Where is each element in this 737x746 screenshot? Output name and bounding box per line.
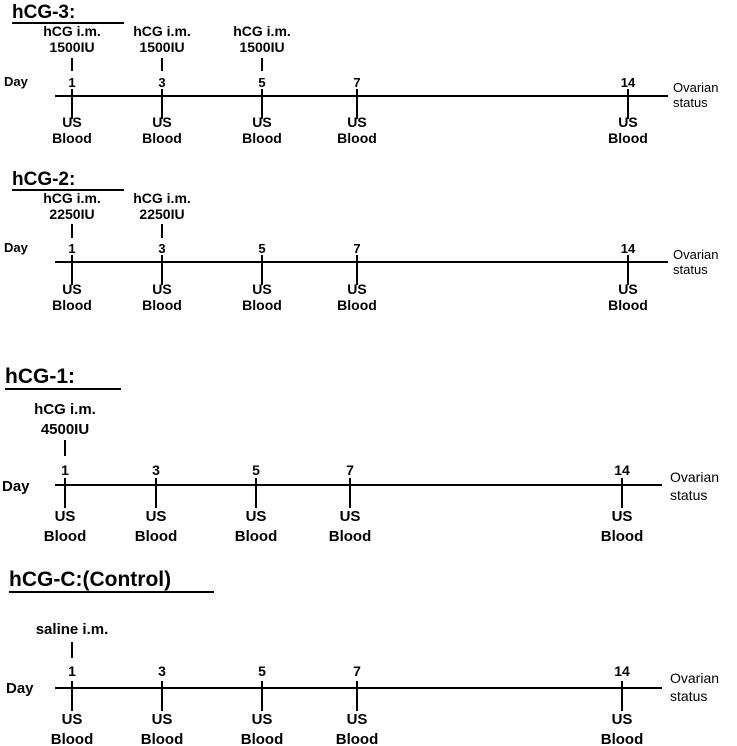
day-number: 3 (158, 241, 165, 256)
us-label: US (347, 281, 366, 297)
dose-amount-label: 2250IU (49, 206, 94, 222)
dose-amount-label: 2250IU (139, 206, 184, 222)
blood-label: Blood (601, 528, 644, 545)
blood-label: Blood (608, 297, 648, 313)
blood-label: Blood (51, 731, 94, 746)
us-label: US (252, 114, 271, 130)
us-label: US (62, 114, 81, 130)
day-label: Day (6, 680, 34, 697)
day-label: Day (4, 240, 29, 255)
us-label: US (612, 508, 633, 525)
day-label: Day (2, 478, 30, 495)
end-label-ovarian: Ovarian (670, 670, 719, 686)
dose-amount-label: 1500IU (239, 39, 284, 55)
dose-drug-label: hCG i.m. (43, 190, 101, 206)
dose-drug-label: hCG i.m. (34, 401, 96, 418)
blood-label: Blood (337, 297, 377, 313)
end-label-ovarian: Ovarian (673, 247, 719, 262)
day-number: 14 (614, 663, 630, 679)
day-number: 5 (258, 75, 265, 90)
blood-label: Blood (242, 297, 282, 313)
end-label-status: status (673, 95, 708, 110)
blood-label: Blood (135, 528, 178, 545)
day-number: 14 (614, 462, 630, 478)
blood-label: Blood (608, 130, 648, 146)
us-label: US (618, 114, 637, 130)
us-label: US (612, 711, 633, 728)
us-label: US (246, 508, 267, 525)
us-label: US (347, 114, 366, 130)
day-number: 3 (158, 75, 165, 90)
dose-drug-label: hCG i.m. (133, 23, 191, 39)
day-number: 7 (353, 241, 360, 256)
blood-label: Blood (142, 297, 182, 313)
dose-amount-label: 4500IU (41, 421, 89, 438)
us-label: US (152, 114, 171, 130)
blood-label: Blood (235, 528, 278, 545)
blood-label: Blood (52, 130, 92, 146)
blood-label: Blood (242, 130, 282, 146)
dose-drug-label: hCG i.m. (133, 190, 191, 206)
us-label: US (347, 711, 368, 728)
us-label: US (252, 281, 271, 297)
day-number: 5 (252, 462, 260, 478)
us-label: US (340, 508, 361, 525)
us-label: US (152, 281, 171, 297)
day-number: 7 (353, 75, 360, 90)
blood-label: Blood (52, 297, 92, 313)
end-label-status: status (673, 262, 708, 277)
us-label: US (618, 281, 637, 297)
blood-label: Blood (241, 731, 284, 746)
us-label: US (62, 711, 83, 728)
day-number: 14 (621, 241, 636, 256)
day-number: 3 (158, 663, 166, 679)
day-number: 1 (61, 462, 69, 478)
us-label: US (55, 508, 76, 525)
day-label: Day (4, 74, 29, 89)
us-label: US (252, 711, 273, 728)
day-number: 14 (621, 75, 636, 90)
blood-label: Blood (142, 130, 182, 146)
us-label: US (152, 711, 173, 728)
day-number: 5 (258, 663, 266, 679)
day-number: 1 (68, 75, 75, 90)
day-number: 7 (353, 663, 361, 679)
dose-drug-label: saline i.m. (36, 621, 109, 638)
dose-amount-label: 1500IU (49, 39, 94, 55)
dose-drug-label: hCG i.m. (43, 23, 101, 39)
blood-label: Blood (337, 130, 377, 146)
dose-drug-label: hCG i.m. (233, 23, 291, 39)
blood-label: Blood (44, 528, 87, 545)
blood-label: Blood (601, 731, 644, 746)
blood-label: Blood (329, 528, 372, 545)
end-label-ovarian: Ovarian (670, 469, 719, 485)
day-number: 7 (346, 462, 354, 478)
end-label-status: status (670, 688, 707, 704)
us-label: US (62, 281, 81, 297)
panel-title: hCG-C:(Control) (9, 568, 171, 591)
end-label-status: status (670, 487, 707, 503)
panel-title: hCG-3: (12, 2, 75, 23)
dose-amount-label: 1500IU (139, 39, 184, 55)
day-number: 1 (68, 241, 75, 256)
end-label-ovarian: Ovarian (673, 80, 719, 95)
panel-title: hCG-2: (12, 169, 75, 190)
day-number: 5 (258, 241, 265, 256)
day-number: 3 (152, 462, 160, 478)
panel-title: hCG-1: (5, 365, 75, 388)
blood-label: Blood (336, 731, 379, 746)
day-number: 1 (68, 663, 76, 679)
blood-label: Blood (141, 731, 184, 746)
us-label: US (146, 508, 167, 525)
